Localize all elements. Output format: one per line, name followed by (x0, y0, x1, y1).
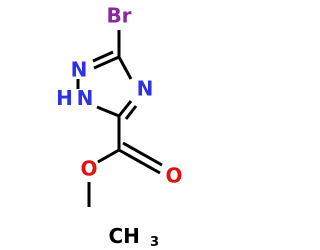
nh-hydrogen: H (56, 86, 73, 110)
bond-c-o-ester (97, 148, 120, 164)
atom-bromine: Br (106, 4, 131, 28)
bond-n4-c3 (117, 56, 133, 80)
atom-nitrogen-nh: H N (56, 86, 93, 110)
atom-oxygen-carbonyl: O (165, 164, 182, 188)
methyl-main: CH (109, 224, 140, 248)
atom-oxygen-ester: O (80, 157, 97, 181)
bond-c3-n2-double (92, 50, 114, 63)
molecule-structure-diagram: Br N N H N O O CH 3 (56, 3, 183, 250)
atom-labels: Br N N H N O O CH 3 (56, 4, 182, 250)
bond-n1-c5 (96, 105, 120, 118)
atom-methyl: CH 3 (109, 224, 160, 250)
nh-nitrogen: N (77, 86, 94, 110)
methyl-subscript: 3 (150, 235, 159, 250)
bond-c3-n2 (93, 55, 120, 70)
atom-nitrogen-n2: N (71, 58, 88, 82)
atom-nitrogen-n4: N (137, 77, 154, 101)
bond-c-o-carbonyl (118, 148, 161, 175)
bonds (76, 30, 163, 207)
bond-c5-n4 (117, 100, 133, 117)
bond-c5-n4-double (124, 105, 138, 120)
bond-c-o-carbonyl-double (122, 141, 163, 167)
